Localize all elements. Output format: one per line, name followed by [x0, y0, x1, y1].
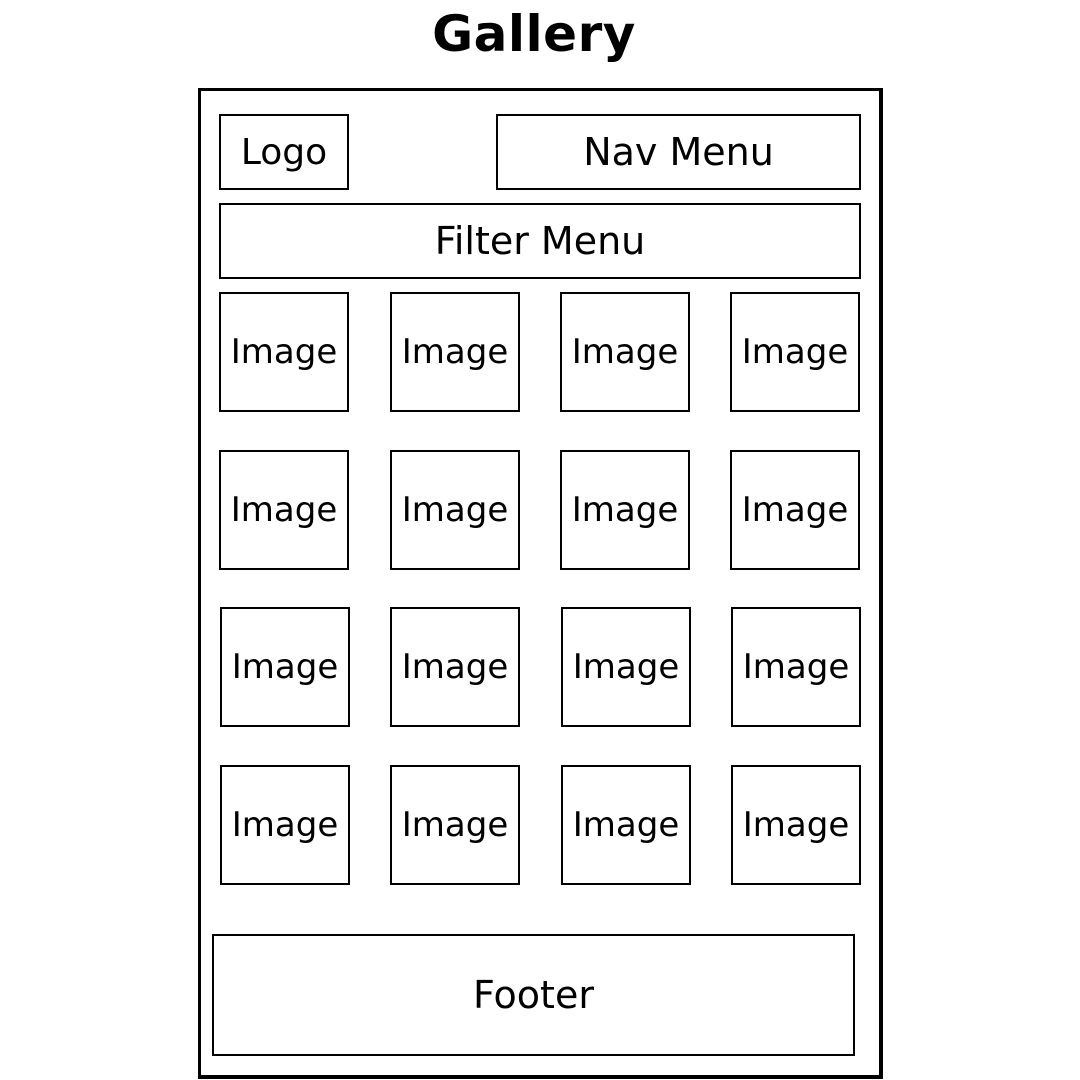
- image-placeholder-r3c3: Image: [561, 607, 691, 727]
- image-placeholder-r4c2: Image: [390, 765, 520, 885]
- image-placeholder-r2c4: Image: [730, 450, 860, 570]
- image-label: Image: [401, 490, 509, 530]
- image-label: Image: [742, 805, 850, 845]
- image-label: Image: [401, 332, 509, 372]
- image-label: Image: [741, 490, 849, 530]
- filter-menu-box: Filter Menu: [219, 203, 861, 279]
- footer-box: Footer: [212, 934, 855, 1056]
- image-label: Image: [741, 332, 849, 372]
- image-placeholder-r3c1: Image: [220, 607, 350, 727]
- image-placeholder-r2c3: Image: [560, 450, 690, 570]
- image-label: Image: [231, 647, 339, 687]
- image-placeholder-r1c1: Image: [219, 292, 349, 412]
- image-placeholder-r2c2: Image: [390, 450, 520, 570]
- image-label: Image: [571, 490, 679, 530]
- page-title: Gallery: [432, 5, 636, 63]
- image-placeholder-r3c2: Image: [390, 607, 520, 727]
- nav-menu-label: Nav Menu: [583, 130, 774, 174]
- image-placeholder-r4c3: Image: [561, 765, 691, 885]
- image-label: Image: [571, 332, 679, 372]
- footer-label: Footer: [473, 973, 594, 1017]
- nav-menu-box: Nav Menu: [496, 114, 861, 190]
- image-label: Image: [230, 332, 338, 372]
- image-label: Image: [230, 490, 338, 530]
- image-placeholder-r3c4: Image: [731, 607, 861, 727]
- image-label: Image: [572, 647, 680, 687]
- image-placeholder-r1c2: Image: [390, 292, 520, 412]
- image-label: Image: [401, 647, 509, 687]
- image-placeholder-r2c1: Image: [219, 450, 349, 570]
- image-label: Image: [231, 805, 339, 845]
- logo-label: Logo: [240, 131, 328, 173]
- image-label: Image: [401, 805, 509, 845]
- filter-menu-label: Filter Menu: [434, 219, 646, 263]
- image-placeholder-r4c1: Image: [220, 765, 350, 885]
- image-placeholder-r1c4: Image: [730, 292, 860, 412]
- image-placeholder-r4c4: Image: [731, 765, 861, 885]
- image-label: Image: [572, 805, 680, 845]
- image-label: Image: [742, 647, 850, 687]
- page-frame: [198, 88, 883, 1079]
- logo-box: Logo: [219, 114, 349, 190]
- image-placeholder-r1c3: Image: [560, 292, 690, 412]
